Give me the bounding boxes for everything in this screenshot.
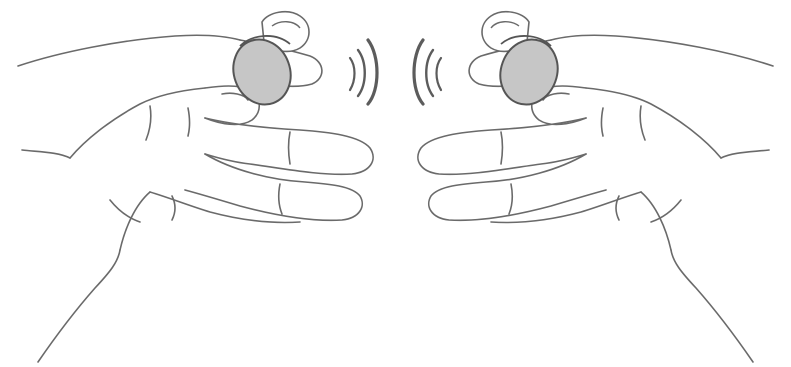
right-wave-2 bbox=[426, 50, 433, 96]
left-crease-3 bbox=[289, 132, 291, 164]
left-palm-line bbox=[110, 200, 140, 222]
right-wave-1 bbox=[437, 58, 442, 90]
right-thumb-back bbox=[586, 88, 721, 158]
left-crease-1 bbox=[146, 106, 151, 140]
left-hand-back-top bbox=[18, 35, 240, 66]
left-crease-2 bbox=[188, 108, 190, 136]
right-palm-line bbox=[651, 200, 681, 222]
left-thumb-back bbox=[70, 88, 205, 158]
right-crease-1 bbox=[640, 106, 645, 140]
right-wrist-edge bbox=[721, 150, 769, 158]
right-crease-3 bbox=[501, 132, 503, 164]
left-palm-bottom bbox=[120, 192, 150, 250]
left-wave-2 bbox=[358, 50, 365, 96]
left-signal-waves bbox=[350, 40, 377, 104]
right-hand-back-top bbox=[551, 35, 773, 66]
left-wave-1 bbox=[350, 58, 355, 90]
right-ring-finger bbox=[429, 154, 606, 220]
right-crease-2 bbox=[602, 108, 604, 136]
right-palm-bottom bbox=[641, 192, 671, 250]
left-forearm-lower bbox=[38, 250, 120, 362]
left-wave-3 bbox=[368, 40, 377, 104]
left-crease-4 bbox=[279, 184, 282, 214]
right-forearm-lower bbox=[671, 250, 753, 362]
left-hand bbox=[18, 35, 373, 362]
right-wave-3 bbox=[414, 40, 423, 104]
right-crease-4 bbox=[509, 184, 512, 214]
left-ring-finger bbox=[185, 154, 362, 220]
left-wrist-edge bbox=[22, 150, 70, 158]
right-earbud bbox=[482, 12, 567, 113]
left-earbud bbox=[224, 12, 309, 113]
right-signal-waves bbox=[414, 40, 441, 104]
right-hand bbox=[418, 35, 773, 362]
